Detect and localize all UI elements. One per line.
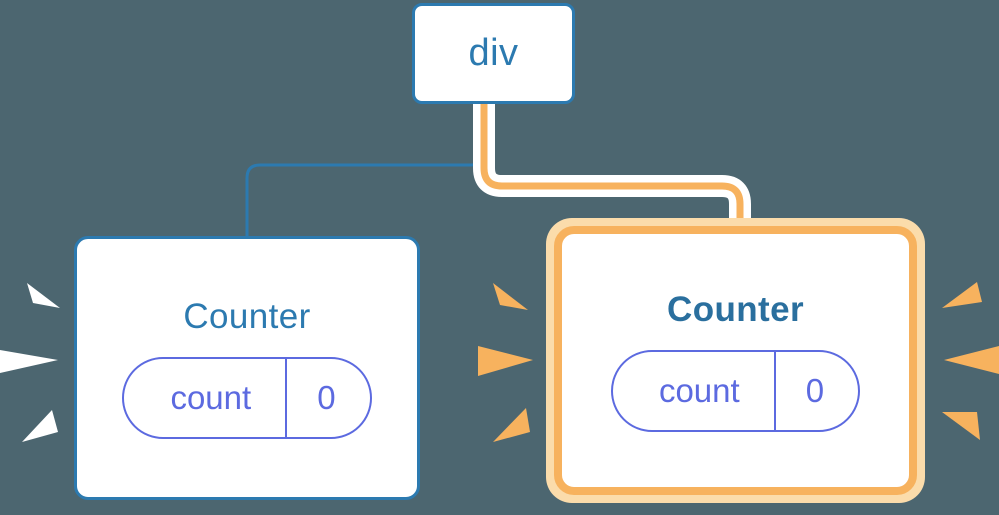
state-value: 0 <box>773 351 858 430</box>
edge-div-to-counter-right-halo <box>473 104 751 232</box>
spark-icon <box>27 283 60 308</box>
spark-icon <box>493 408 530 442</box>
counter-left-body: Counter count 0 <box>77 239 417 497</box>
spark-burst-middle <box>478 283 533 442</box>
node-div[interactable]: div <box>412 3 575 104</box>
counter-right-title: Counter <box>667 289 804 329</box>
node-div-label: div <box>468 32 519 74</box>
state-key: count <box>170 379 252 416</box>
spark-icon <box>944 346 999 374</box>
counter-left-title: Counter <box>183 297 311 336</box>
spark-icon <box>493 283 528 310</box>
spark-burst-right <box>942 282 999 440</box>
spark-icon <box>0 350 58 373</box>
counter-right-body: Counter count 0 <box>562 234 909 487</box>
state-key: count <box>658 371 740 409</box>
state-value: 0 <box>285 359 369 437</box>
spark-icon <box>22 410 58 442</box>
counter-left-state-pill: count 0 <box>122 357 372 439</box>
edge-div-to-counter-right <box>480 104 744 232</box>
counter-right-state-pill: count 0 <box>610 349 861 432</box>
node-counter-right[interactable]: Counter count 0 <box>554 226 917 495</box>
spark-burst-left <box>0 283 60 442</box>
edge-div-to-counter-left <box>245 102 486 238</box>
spark-icon <box>942 282 982 308</box>
spark-icon <box>942 412 980 440</box>
spark-icon <box>478 346 533 376</box>
node-counter-left[interactable]: Counter count 0 <box>74 236 420 500</box>
